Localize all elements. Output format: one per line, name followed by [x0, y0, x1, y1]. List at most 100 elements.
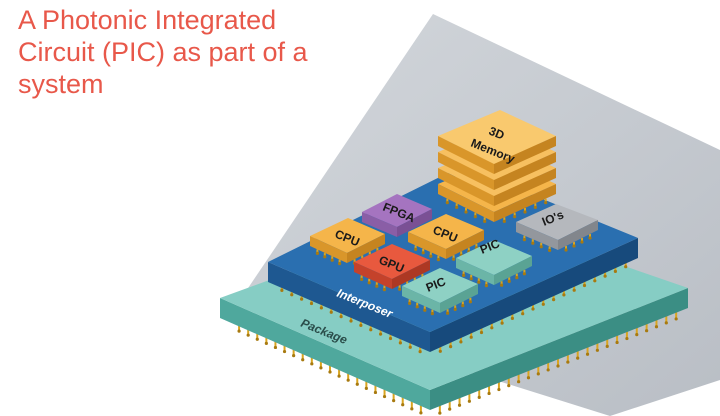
- pin-tip: [319, 366, 323, 370]
- chip-pic-bottom: [402, 268, 478, 313]
- title-line-2: Circuit (PIC) as part of a: [18, 37, 308, 67]
- pin-tip: [539, 245, 543, 249]
- pin-tip: [580, 240, 584, 244]
- pin-tip: [300, 297, 304, 301]
- pin-tip: [436, 258, 440, 262]
- pin-tip: [423, 308, 427, 312]
- pin-tip: [382, 394, 387, 399]
- pin-tip: [459, 340, 463, 344]
- pin-tip: [664, 321, 668, 325]
- pin-tip: [323, 255, 327, 259]
- pin-tip: [531, 241, 535, 245]
- pin-tip: [346, 378, 350, 382]
- pin-tip: [500, 321, 504, 325]
- pin-tip: [572, 244, 576, 248]
- pin-tip: [517, 380, 521, 384]
- pin-tip: [445, 201, 449, 205]
- pin-tip: [301, 358, 305, 362]
- pin-tip: [398, 287, 402, 291]
- pin-tip: [360, 277, 364, 281]
- pin-tip: [414, 247, 418, 251]
- pin-tip: [654, 325, 659, 329]
- pin-tip: [408, 301, 412, 305]
- pin-tip: [461, 304, 465, 308]
- pin-tip: [464, 210, 468, 214]
- package-front-left: [220, 298, 430, 410]
- pin-tip: [330, 258, 334, 262]
- pin-tip: [280, 288, 284, 292]
- pin-tip: [438, 411, 442, 415]
- pin-tip: [452, 257, 456, 261]
- chip-fpga: [362, 194, 432, 237]
- pin-tip: [546, 368, 550, 372]
- pin-tip: [264, 341, 268, 345]
- chip-pic-right: [456, 240, 532, 285]
- pin-tip: [328, 370, 332, 374]
- pin-tip: [613, 269, 618, 273]
- pin-tip: [507, 384, 511, 388]
- pin-tip: [392, 399, 396, 403]
- pin-tip: [469, 335, 473, 339]
- chip-cpu-left: [310, 218, 385, 263]
- pin-tip: [497, 387, 501, 392]
- pin-tip: [364, 386, 368, 390]
- pin-tip: [605, 344, 609, 348]
- package-front-right: [430, 288, 688, 410]
- pin-tip: [255, 337, 259, 341]
- pin-tip: [421, 251, 425, 255]
- pin-tip: [309, 301, 314, 306]
- pin-tip: [273, 345, 278, 350]
- pin-tip: [595, 348, 599, 352]
- pin-tip: [408, 345, 412, 349]
- interposer-front-left: [268, 262, 430, 352]
- pin-tip: [401, 403, 405, 407]
- pin-tip: [479, 330, 484, 335]
- pin-tip: [541, 302, 545, 306]
- pin-tip: [349, 319, 353, 323]
- pin-tip: [355, 382, 359, 386]
- pin-tip: [473, 215, 477, 219]
- pin-tip: [515, 276, 519, 280]
- pin-tip: [544, 201, 548, 205]
- pin-tip: [369, 328, 373, 332]
- pin-tip: [457, 403, 462, 407]
- pin-tip: [467, 399, 471, 403]
- pin-tip: [282, 349, 287, 354]
- pin-tip: [483, 219, 487, 223]
- pin-tip: [237, 329, 241, 333]
- pin-tip: [373, 390, 378, 395]
- pin-tip: [500, 283, 504, 287]
- pin-tip: [588, 236, 592, 240]
- pin-tip: [521, 312, 525, 316]
- pin-tip: [513, 215, 517, 219]
- pin-tip: [522, 272, 527, 276]
- pin-tip: [438, 349, 442, 353]
- pin-tip: [449, 345, 453, 349]
- pin-tip: [603, 274, 607, 278]
- pin-tip: [388, 336, 393, 341]
- title-line-1: A Photonic Integrated: [18, 5, 277, 35]
- pin-tip: [337, 374, 341, 378]
- pin-tip: [410, 407, 414, 411]
- pin-tip: [338, 262, 342, 266]
- pin-tip: [536, 372, 540, 376]
- pin-tip: [645, 329, 649, 333]
- pin-tip: [552, 298, 556, 302]
- chip-ios: [516, 204, 598, 250]
- pin-tip: [674, 317, 678, 321]
- pin-tip: [490, 326, 494, 330]
- pin-tip: [468, 300, 472, 304]
- pin-tip: [329, 310, 333, 314]
- pin-tip: [572, 288, 576, 292]
- memory-stack: [438, 110, 556, 222]
- pin-tip: [446, 311, 450, 315]
- diagram-title: A Photonic Integrated Circuit (PIC) as p…: [18, 4, 358, 100]
- pin-tip: [593, 279, 597, 283]
- pin-tip: [487, 391, 491, 396]
- pin-tip: [246, 333, 250, 337]
- pin-tip: [562, 293, 566, 297]
- pin-tip: [533, 205, 537, 209]
- pin-tip: [418, 350, 422, 354]
- pin-tip: [398, 341, 402, 345]
